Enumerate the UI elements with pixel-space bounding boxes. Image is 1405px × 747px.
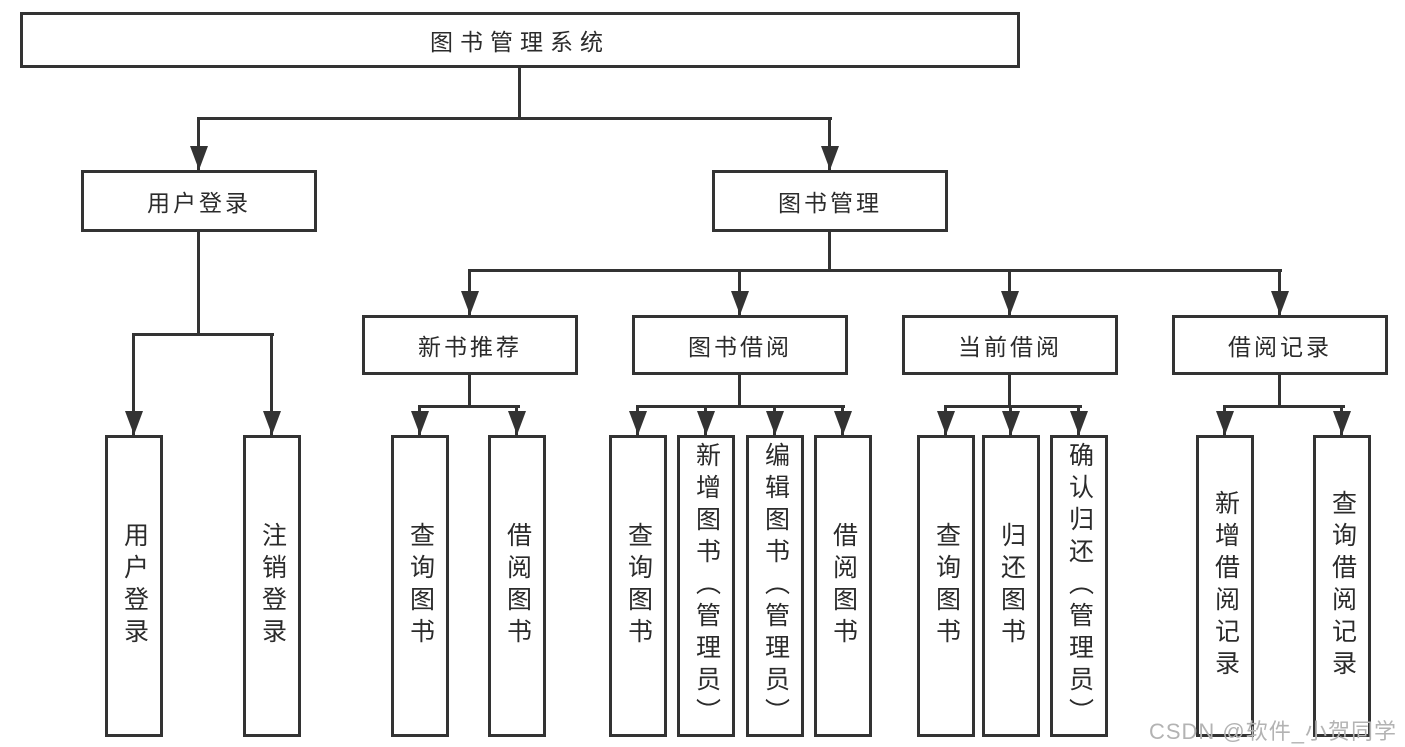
leaf-query-books-recommend-label: 查询图书 [406,522,435,650]
node-new-book-recommendation: 新书推荐 [362,315,578,375]
arrow-down-icon [1001,291,1019,315]
arrow-down-icon [629,411,647,435]
arrow-down-icon [508,411,526,435]
node-book-borrowing: 图书借阅 [632,315,848,375]
leaf-query-books-borrowing: 查询图书 [609,435,667,737]
connector-line [468,269,1282,272]
arrow-down-icon [766,411,784,435]
arrow-down-icon [411,411,429,435]
node-root: 图书管理系统 [20,12,1020,68]
leaf-user-login: 用户登录 [105,435,163,737]
arrow-down-icon [1070,411,1088,435]
arrow-down-icon [461,291,479,315]
arrow-down-icon [125,411,143,435]
node-borrowing-records: 借阅记录 [1172,315,1388,375]
node-book-borrowing-label: 图书借阅 [688,334,792,360]
connector-line [468,375,471,408]
connector-line [197,117,832,120]
leaf-borrow-books-label: 借阅图书 [829,522,858,650]
node-book-management-label: 图书管理 [778,190,882,216]
arrow-down-icon [1216,411,1234,435]
connector-line [418,405,520,408]
leaf-borrow-books-recommend: 借阅图书 [488,435,546,737]
leaf-edit-books-admin-label: 编辑图书（管理员） [761,442,790,730]
leaf-add-books-admin: 新增图书（管理员） [677,435,735,737]
node-root-label: 图书管理系统 [430,29,610,55]
connector-line [1278,375,1281,408]
connector-line [828,232,831,272]
node-borrowing-records-label: 借阅记录 [1228,334,1332,360]
leaf-query-books-current: 查询图书 [917,435,975,737]
node-current-borrowing: 当前借阅 [902,315,1118,375]
arrow-down-icon [190,146,208,170]
leaf-add-borrow-record: 新增借阅记录 [1196,435,1254,737]
arrow-down-icon [821,146,839,170]
leaf-query-books-borrowing-label: 查询图书 [624,522,653,650]
connector-line [738,375,741,408]
connector-line [1223,405,1345,408]
arrow-down-icon [1271,291,1289,315]
leaf-return-books-label: 归还图书 [997,522,1026,650]
connector-line [197,232,200,336]
connector-line [197,117,200,170]
leaf-query-borrow-record: 查询借阅记录 [1313,435,1371,737]
leaf-query-books-recommend: 查询图书 [391,435,449,737]
connector-line [636,405,845,408]
leaf-edit-books-admin: 编辑图书（管理员） [746,435,804,737]
leaf-add-borrow-record-label: 新增借阅记录 [1211,490,1240,682]
connector-line [828,117,831,170]
leaf-query-books-current-label: 查询图书 [932,522,961,650]
node-current-borrowing-label: 当前借阅 [958,334,1062,360]
leaf-logout-label: 注销登录 [258,522,287,650]
arrow-down-icon [1333,411,1351,435]
node-book-management: 图书管理 [712,170,948,232]
node-user-login: 用户登录 [81,170,317,232]
leaf-logout: 注销登录 [243,435,301,737]
node-user-login-label: 用户登录 [147,190,251,216]
leaf-borrow-books: 借阅图书 [814,435,872,737]
connector-line [132,333,135,435]
connector-line [944,405,1082,408]
leaf-user-login-label: 用户登录 [120,522,149,650]
watermark: CSDN @软件_小贺同学 [1148,719,1397,744]
leaf-confirm-return-admin: 确认归还（管理员） [1050,435,1108,737]
arrow-down-icon [263,411,281,435]
leaf-add-books-admin-label: 新增图书（管理员） [692,442,721,730]
arrow-down-icon [731,291,749,315]
arrow-down-icon [1002,411,1020,435]
leaf-return-books: 归还图书 [982,435,1040,737]
node-new-book-recommendation-label: 新书推荐 [418,334,522,360]
arrow-down-icon [937,411,955,435]
arrow-down-icon [834,411,852,435]
connector-line [132,333,274,336]
connector-line [1008,375,1011,408]
leaf-confirm-return-admin-label: 确认归还（管理员） [1065,442,1094,730]
connector-line [518,68,521,119]
leaf-borrow-books-recommend-label: 借阅图书 [503,522,532,650]
leaf-query-borrow-record-label: 查询借阅记录 [1328,490,1357,682]
arrow-down-icon [697,411,715,435]
connector-line [270,333,273,435]
